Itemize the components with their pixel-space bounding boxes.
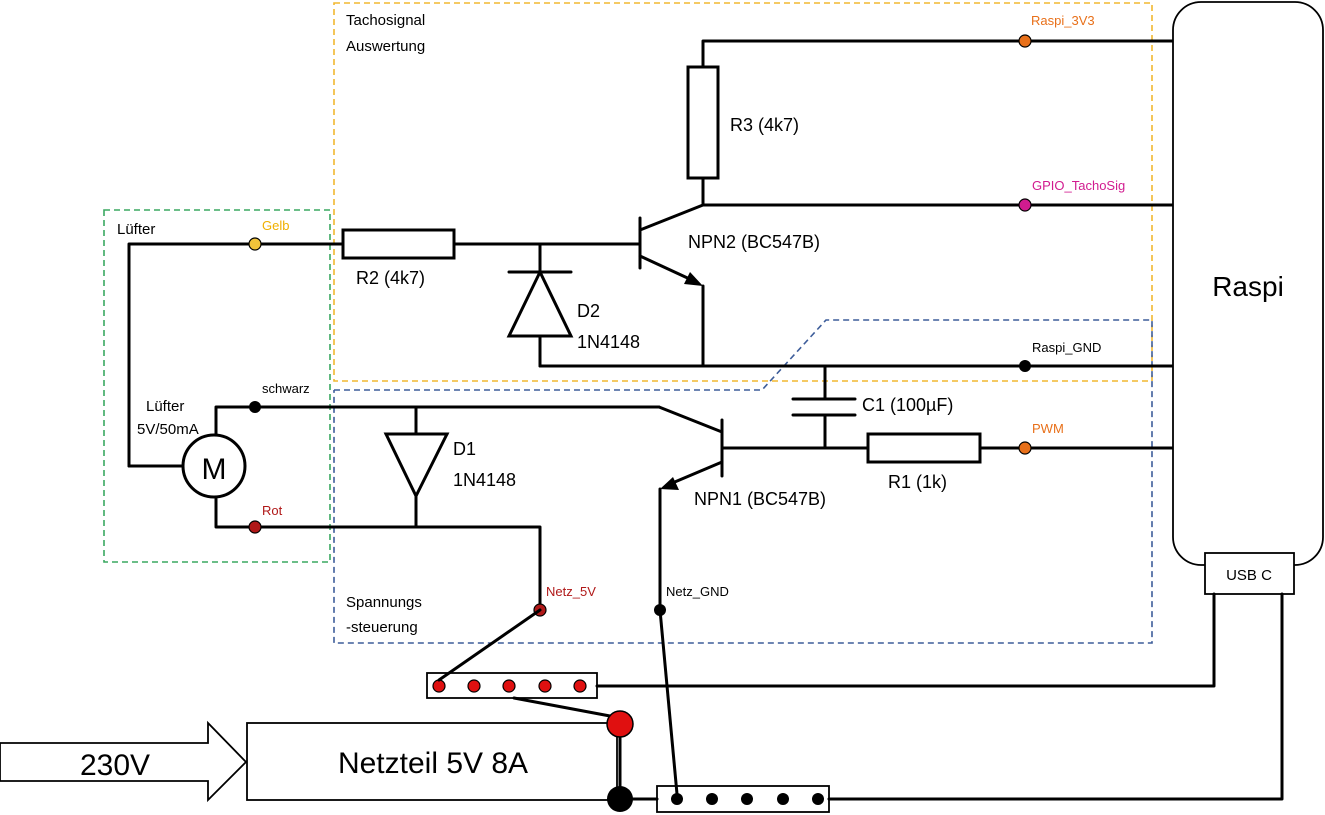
r1-label: R1 (1k) — [888, 472, 947, 492]
wire-netz5v-terminal — [437, 608, 542, 682]
pin-raspi-3v3 — [1018, 34, 1032, 48]
fan-label: Lüfter — [146, 398, 184, 415]
resistor-r1 — [866, 432, 982, 464]
psu-positive-terminal — [606, 710, 634, 738]
npn2-label: NPN2 (BC547B) — [688, 232, 820, 252]
usb-c-label: USB C — [1226, 567, 1272, 584]
r2-label: R2 (4k7) — [356, 268, 425, 288]
pin-gelb — [248, 237, 262, 251]
npn2-emitter — [638, 254, 696, 283]
resistor-r3 — [686, 65, 720, 180]
pin-label-schwarz: schwarz — [262, 381, 310, 396]
terminal-gnd-3 — [741, 793, 753, 805]
luefter-region-title: Lüfter — [117, 221, 155, 238]
pin-label-netz-5v: Netz_5V — [546, 584, 596, 599]
wire-netzgnd-terminal — [658, 608, 679, 796]
npn1-emitter — [668, 460, 724, 486]
motor-symbol: M — [202, 453, 227, 486]
terminal-gnd-1 — [671, 793, 683, 805]
wire-5v-raspi — [595, 592, 1216, 688]
d1-body — [383, 432, 450, 500]
terminal-5v-2 — [467, 679, 481, 693]
pin-schwarz — [249, 401, 261, 413]
tacho-region-subtitle: Auswertung — [346, 38, 425, 55]
pin-pwm — [1018, 441, 1032, 455]
r3-label: R3 (4k7) — [730, 115, 799, 135]
input-voltage-label: 230V — [80, 749, 150, 782]
psu-block — [246, 722, 618, 801]
pin-rot — [248, 520, 262, 534]
npn2-collector — [638, 203, 705, 232]
raspi-label: Raspi — [1212, 271, 1284, 302]
wire-3v3 — [701, 39, 1174, 69]
usb-c-port — [1204, 552, 1295, 595]
pin-label-gelb: Gelb — [262, 218, 289, 233]
wire-fan-yellow — [127, 242, 345, 468]
terminal-gnd-4 — [777, 793, 789, 805]
d2-type: 1N4148 — [577, 332, 640, 352]
npn1-emitter-arrow — [660, 477, 679, 490]
d1-type: 1N4148 — [453, 470, 516, 490]
fan-rating: 5V/50mA — [137, 421, 199, 438]
npn1-label: NPN1 (BC547B) — [694, 489, 826, 509]
spannung-region-subtitle: -steuerung — [346, 619, 418, 636]
npn2-emitter-arrow — [684, 272, 703, 286]
pin-label-raspi-3v3: Raspi_3V3 — [1031, 13, 1095, 28]
terminal-5v-5 — [573, 679, 587, 693]
input-arrow — [0, 720, 248, 803]
d2-body — [506, 268, 574, 338]
spannung-region-title: Spannungs — [346, 594, 422, 611]
wire-5v-strip-psu — [512, 696, 612, 718]
terminal-5v-1 — [432, 679, 446, 693]
d2-name: D2 — [577, 301, 600, 321]
c1-label: C1 (100µF) — [862, 395, 953, 415]
tacho-region-title: Tachosignal — [346, 12, 425, 29]
pin-label-netz-gnd: Netz_GND — [666, 584, 729, 599]
luefter-region-box — [103, 209, 331, 563]
tacho-region-box — [333, 2, 1153, 382]
psu-label: Netzteil 5V 8A — [338, 747, 528, 780]
terminal-5v-3 — [502, 679, 516, 693]
npn1-collector — [657, 405, 724, 434]
d1-name: D1 — [453, 439, 476, 459]
pin-label-pwm: PWM — [1032, 421, 1064, 436]
psu-negative-terminal — [607, 786, 633, 812]
pin-label-raspi-gnd: Raspi_GND — [1032, 340, 1101, 355]
terminal-gnd-5 — [812, 793, 824, 805]
terminal-gnd-2 — [706, 793, 718, 805]
pin-label-rot: Rot — [262, 503, 283, 518]
pin-label-gpio-tacho: GPIO_TachoSig — [1032, 178, 1125, 193]
wire-fan-red — [214, 497, 542, 612]
wire-gnd-raspi — [827, 592, 1284, 801]
terminal-5v-4 — [538, 679, 552, 693]
pin-gpio-tacho — [1018, 198, 1032, 212]
pin-raspi-gnd — [1019, 360, 1031, 372]
resistor-r2 — [341, 228, 456, 260]
